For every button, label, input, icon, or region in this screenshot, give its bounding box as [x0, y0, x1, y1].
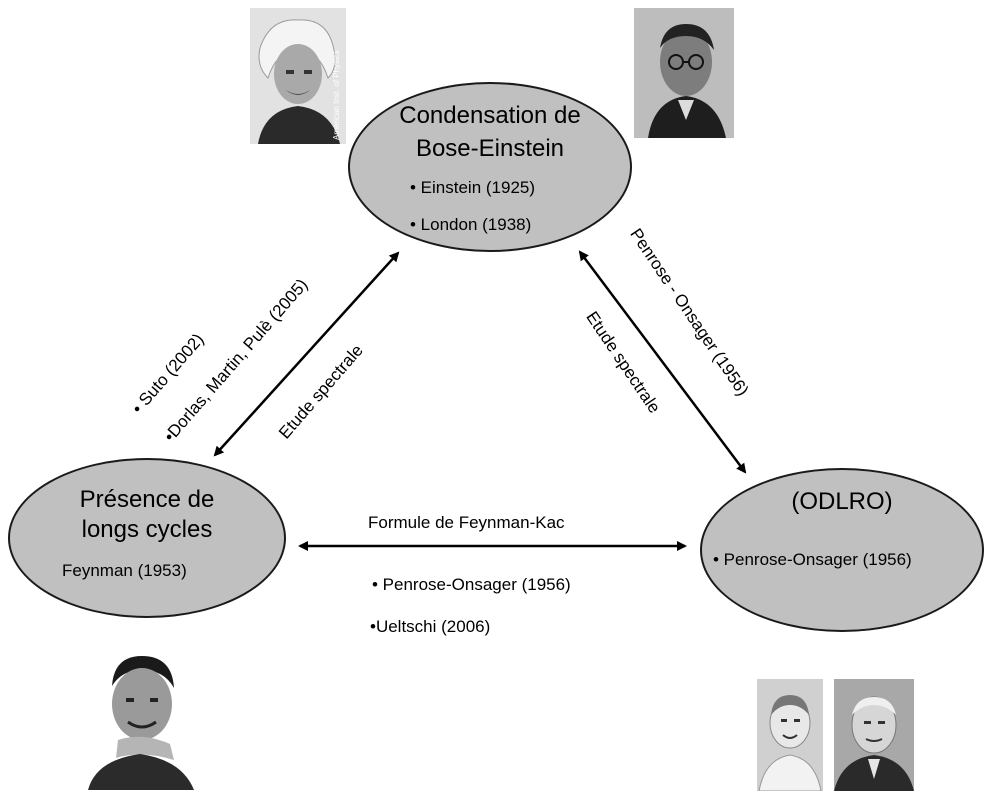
portrait-einstein-caption: American Inst. of Physics	[332, 50, 341, 140]
node-bec-ellipse	[348, 82, 632, 252]
portrait-einstein-image: American Inst. of Physics	[250, 8, 346, 144]
node-cycles-ref-feynman: Feynman (1953)	[62, 561, 187, 580]
node-odlro-ellipse	[700, 468, 984, 632]
portrait-penrose-image	[757, 679, 823, 791]
arrow-bec-odlro	[578, 250, 747, 474]
edge-cycles-odlro-label: Formule de Feynman-Kac	[368, 513, 565, 532]
node-cycles-title-line1: Présence de	[79, 486, 215, 513]
portrait-onsager-image	[834, 679, 914, 791]
node-bec-ref-london: • London (1938)	[410, 215, 532, 234]
node-odlro-title: (ODLRO)	[791, 488, 893, 515]
portrait-london-image	[634, 8, 734, 138]
arrow-bec-cycles	[213, 251, 400, 457]
node-odlro-ref-penrose-onsager: • Penrose-Onsager (1956)	[713, 550, 912, 569]
edge-cycles-odlro-ref-penrose-onsager: • Penrose-Onsager (1956)	[372, 575, 571, 594]
portrait-feynman-image	[82, 642, 198, 790]
node-bec-title-line1: Condensation de	[399, 102, 581, 129]
node-cycles-title-line2: longs cycles	[81, 516, 213, 543]
node-bec-ref-einstein: • Einstein (1925)	[410, 178, 536, 197]
edge-cycles-odlro-ref-ueltschi: •Ueltschi (2006)	[370, 617, 491, 636]
node-bec-title-line2: Bose-Einstein	[415, 135, 565, 162]
node-cycles-ellipse	[8, 458, 286, 618]
